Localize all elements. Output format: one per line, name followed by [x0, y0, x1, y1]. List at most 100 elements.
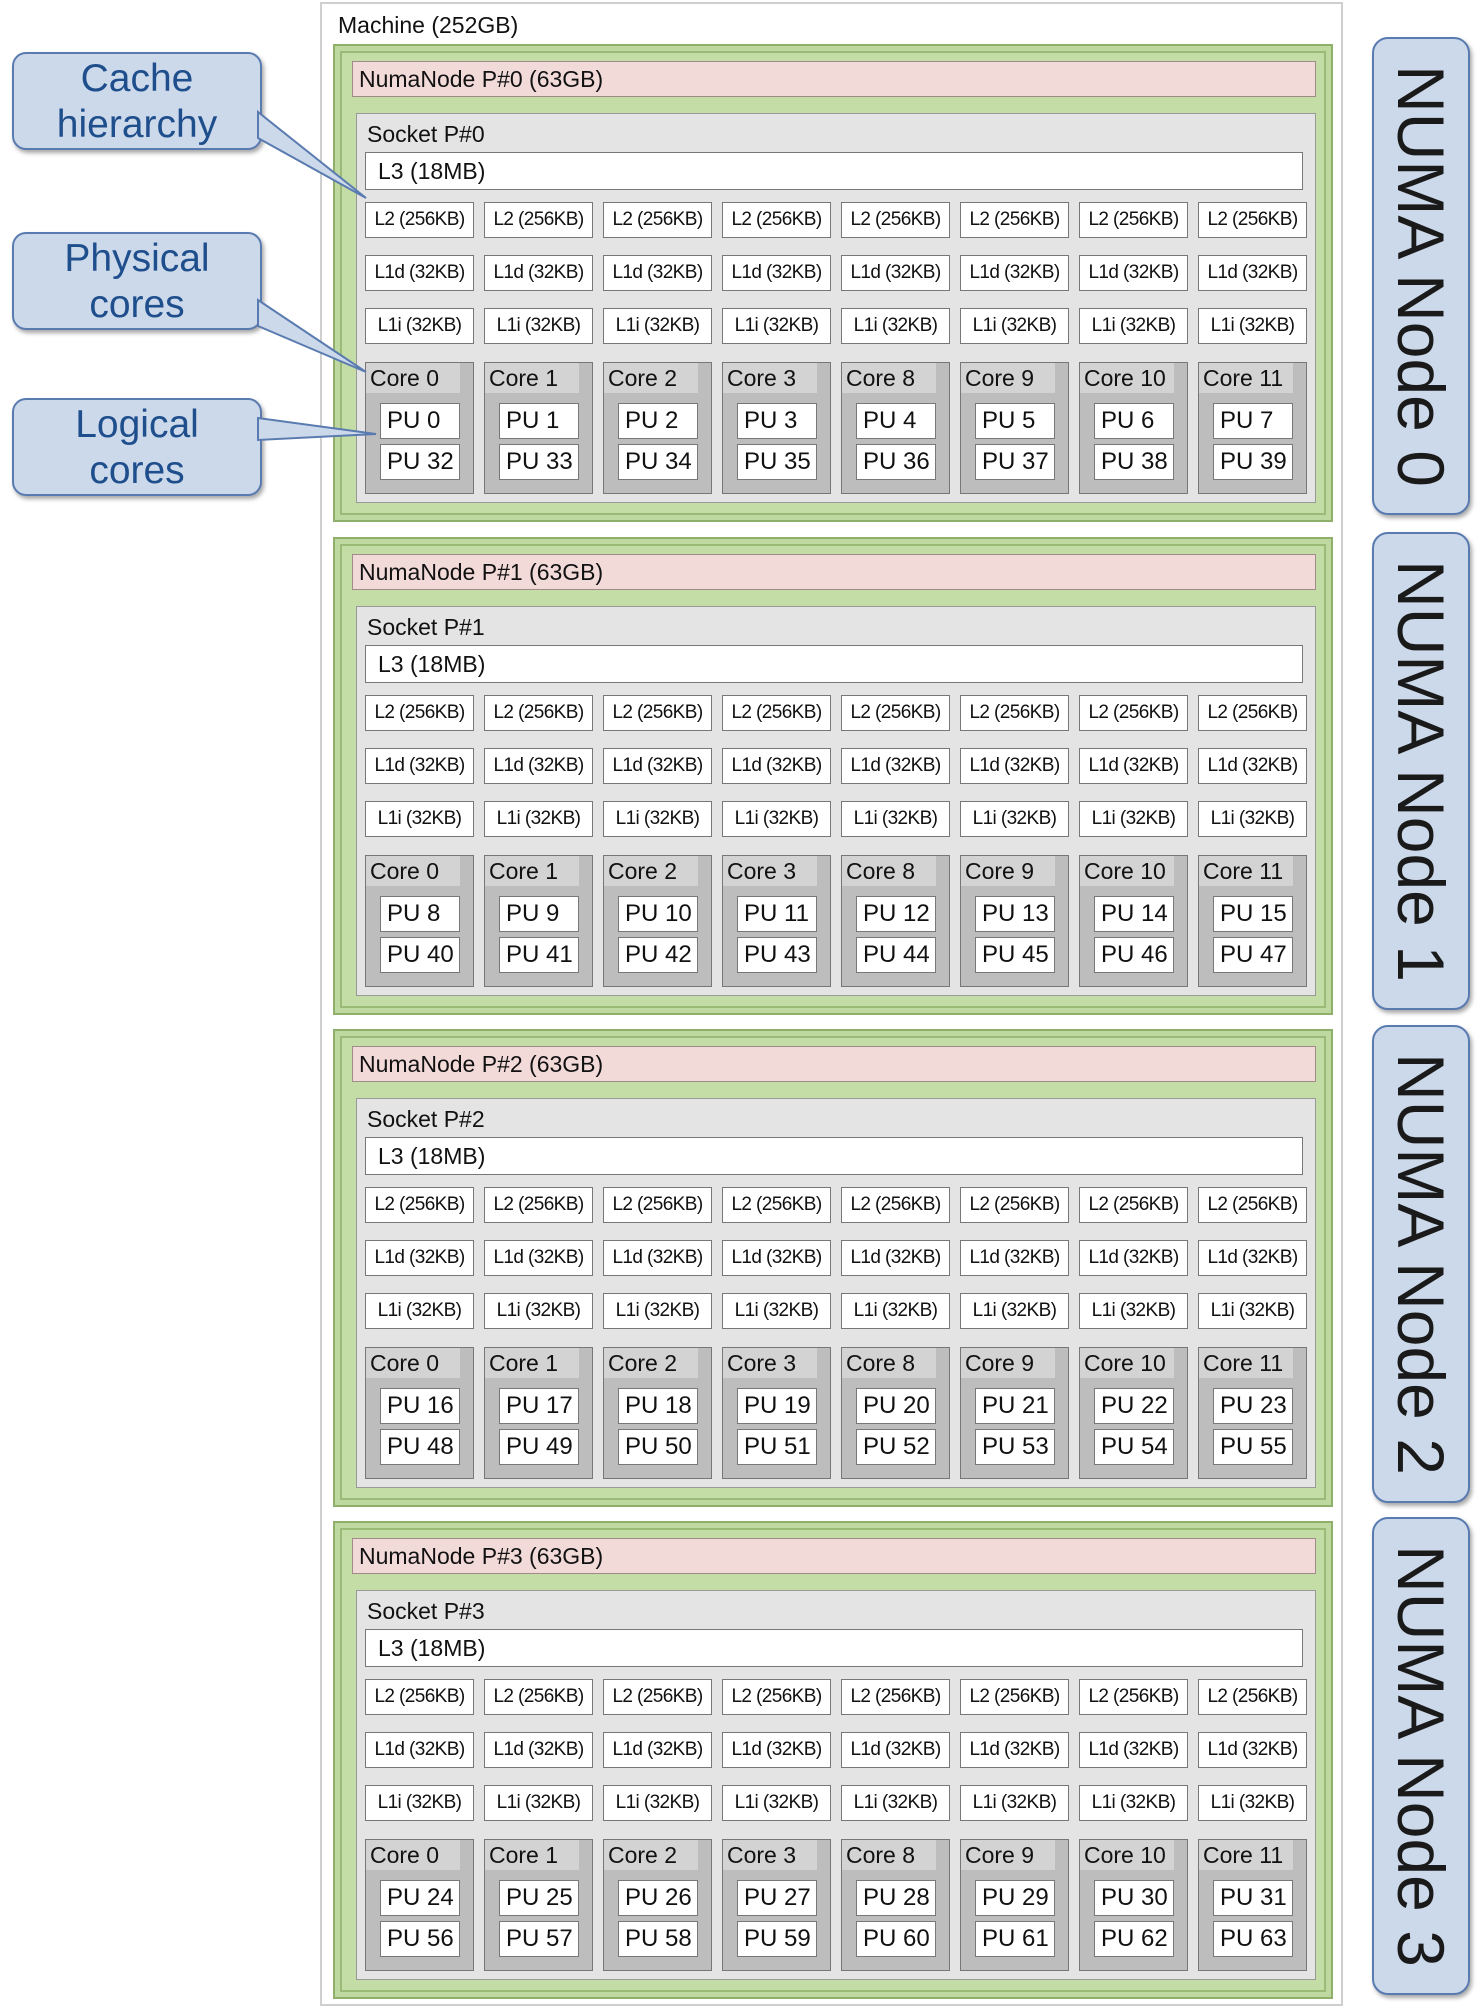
l1i-cache: L1i (32KB)	[365, 308, 474, 344]
callout-cache-hierarchy: Cache hierarchy	[12, 52, 262, 150]
numa-node-side-label-1: NUMA Node 1	[1372, 532, 1470, 1010]
callout-line1: Cache	[80, 57, 194, 100]
l1d-cache: L1d (32KB)	[365, 748, 474, 784]
l1i-cache: L1i (32KB)	[1198, 1293, 1307, 1329]
l2-cache: L2 (256KB)	[722, 695, 831, 731]
l2-cache: L2 (256KB)	[1079, 1187, 1188, 1223]
l2-cache: L2 (256KB)	[1198, 1187, 1307, 1223]
l1i-cache: L1i (32KB)	[603, 308, 712, 344]
l1i-cache: L1i (32KB)	[1198, 308, 1307, 344]
l2-cache: L2 (256KB)	[841, 1679, 950, 1715]
l2-cache: L2 (256KB)	[365, 202, 474, 238]
core-label: Core 10	[1080, 1840, 1175, 1870]
l1i-cache: L1i (32KB)	[484, 308, 593, 344]
pu-label: PU 14	[1094, 896, 1174, 932]
pu-label: PU 46	[1094, 937, 1174, 973]
l1d-cache: L1d (32KB)	[1079, 255, 1188, 291]
pu-label: PU 28	[856, 1880, 936, 1916]
l1d-cache-row: L1d (32KB)L1d (32KB)L1d (32KB)L1d (32KB)…	[365, 1240, 1307, 1276]
pu-label: PU 47	[1213, 937, 1293, 973]
pu-label: PU 2	[618, 403, 698, 439]
l1i-cache: L1i (32KB)	[484, 1785, 593, 1821]
l1i-cache: L1i (32KB)	[960, 1785, 1069, 1821]
l1i-cache: L1i (32KB)	[841, 1785, 950, 1821]
socket-title: Socket P#0	[367, 121, 485, 147]
pu-label: PU 61	[975, 1921, 1055, 1957]
pu-label: PU 35	[737, 444, 817, 480]
pu-label: PU 5	[975, 403, 1055, 439]
l1d-cache: L1d (32KB)	[603, 748, 712, 784]
pu-label: PU 59	[737, 1921, 817, 1957]
machine-title: Machine (252GB)	[338, 12, 519, 38]
core-label: Core 9	[961, 1840, 1056, 1870]
core-label: Core 11	[1199, 1840, 1294, 1870]
l1i-cache-row: L1i (32KB) L1i (32KB) L1i (32KB) L1i (32KB)…	[365, 1293, 1307, 1329]
pu-label: PU 13	[975, 896, 1055, 932]
l1i-cache: L1i (32KB)	[1079, 1293, 1188, 1329]
callout-physical-cores: Physical cores	[12, 232, 262, 330]
l1i-cache: L1i (32KB)	[484, 801, 593, 837]
pu-label: PU 54	[1094, 1429, 1174, 1465]
pu-label: PU 31	[1213, 1880, 1293, 1916]
numa-node-side-label-0: NUMA Node 0	[1372, 37, 1470, 515]
callout-logical-cores: Logical cores	[12, 398, 262, 496]
l1i-cache: L1i (32KB)	[365, 801, 474, 837]
l2-cache-row: L2 (256KB)L2 (256KB)L2 (256KB)L2 (256KB)…	[365, 202, 1307, 238]
numa-node-title: NumaNode P#0 (63GB)	[352, 61, 1316, 97]
l1d-cache: L1d (32KB)	[365, 1240, 474, 1276]
callout-line1: Logical	[75, 403, 199, 446]
numa-node-title: NumaNode P#1 (63GB)	[352, 554, 1316, 590]
l1d-cache: L1d (32KB)	[1198, 748, 1307, 784]
core-label: Core 10	[1080, 363, 1175, 393]
core-label: Core 9	[961, 1348, 1056, 1378]
l1d-cache: L1d (32KB)	[484, 1732, 593, 1768]
l3-cache: L3 (18MB)	[365, 1629, 1303, 1667]
pu-label: PU 25	[499, 1880, 579, 1916]
core-label: Core 0	[366, 1348, 461, 1378]
pointer-physical-cores	[257, 298, 367, 373]
l1i-cache: L1i (32KB)	[960, 1293, 1069, 1329]
l1d-cache: L1d (32KB)	[1079, 748, 1188, 784]
l1i-cache: L1i (32KB)	[841, 1293, 950, 1329]
core-label: Core 1	[485, 363, 580, 393]
pu-label: PU 49	[499, 1429, 579, 1465]
pu-label: PU 8	[380, 896, 460, 932]
core-label: Core 3	[723, 1348, 818, 1378]
l1i-cache: L1i (32KB)	[960, 308, 1069, 344]
callout-line2: cores	[89, 449, 185, 492]
l2-cache: L2 (256KB)	[1079, 1679, 1188, 1715]
l2-cache: L2 (256KB)	[365, 695, 474, 731]
l1i-cache: L1i (32KB)	[484, 1293, 593, 1329]
pu-label: PU 42	[618, 937, 698, 973]
l2-cache: L2 (256KB)	[484, 202, 593, 238]
machine-box: Machine (252GB) NumaNode P#0 (63GB) Socke…	[320, 2, 1343, 2006]
pu-label: PU 1	[499, 403, 579, 439]
l2-cache: L2 (256KB)	[603, 202, 712, 238]
l2-cache: L2 (256KB)	[841, 1187, 950, 1223]
pu-label: PU 10	[618, 896, 698, 932]
core-label: Core 3	[723, 1840, 818, 1870]
l1d-cache: L1d (32KB)	[1198, 1732, 1307, 1768]
pu-label: PU 34	[618, 444, 698, 480]
l1d-cache: L1d (32KB)	[603, 1732, 712, 1768]
l1i-cache: L1i (32KB)	[841, 801, 950, 837]
l1i-cache: L1i (32KB)	[1198, 1785, 1307, 1821]
l2-cache-row: L2 (256KB)L2 (256KB)L2 (256KB)L2 (256KB)…	[365, 1679, 1307, 1715]
